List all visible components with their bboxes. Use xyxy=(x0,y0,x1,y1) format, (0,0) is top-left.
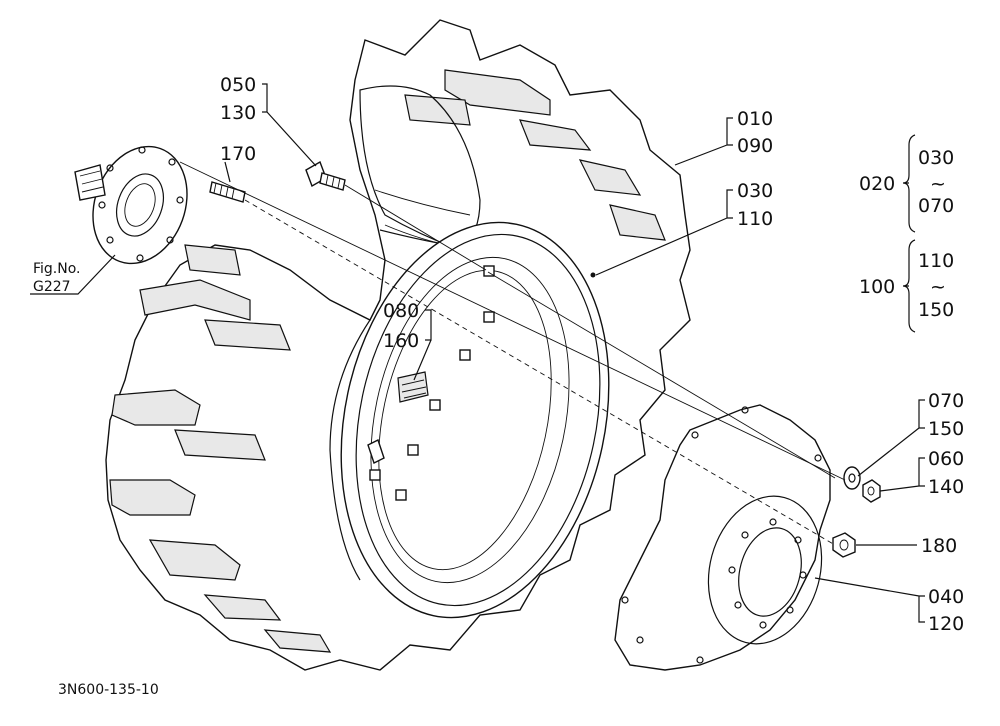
drawing-code: 3N600-135-10 xyxy=(58,682,159,698)
nut-060-drawing xyxy=(862,479,881,503)
range-100-group: 100 xyxy=(859,276,895,298)
callout-010: 010 xyxy=(737,108,773,130)
callout-labels: 050 130 170 010 090 030 110 080 160 070 … xyxy=(220,74,964,635)
range-100-from: 110 xyxy=(918,250,954,272)
range-020-tilde: ~ xyxy=(930,173,946,195)
callout-050: 050 xyxy=(220,74,256,96)
callout-150: 150 xyxy=(928,418,964,440)
callout-160: 160 xyxy=(383,330,419,352)
range-020-labels: 020 030 ~ 070 xyxy=(859,147,954,217)
figref-line1: Fig.No. xyxy=(33,261,81,277)
callout-leaders xyxy=(30,83,925,623)
callout-170: 170 xyxy=(220,143,256,165)
callout-040: 040 xyxy=(928,586,964,608)
callout-180: 180 xyxy=(921,535,957,557)
assembly-lines xyxy=(179,161,846,546)
figure-reference: Fig.No. G227 xyxy=(33,261,81,295)
stud-170-drawing xyxy=(209,181,246,203)
wheel-disc-drawing xyxy=(614,404,831,671)
callout-060: 060 xyxy=(928,448,964,470)
callout-130: 130 xyxy=(220,102,256,124)
range-100-to: 150 xyxy=(918,299,954,321)
callout-070: 070 xyxy=(928,390,964,412)
axle-hub-drawing xyxy=(74,145,188,265)
range-100-labels: 100 110 ~ 150 xyxy=(859,250,954,321)
figref-line2: G227 xyxy=(33,279,71,295)
range-020-from: 030 xyxy=(918,147,954,169)
range-brace-100 xyxy=(902,239,916,333)
bolt-050-drawing xyxy=(305,160,346,191)
callout-140: 140 xyxy=(928,476,964,498)
washer-070-drawing xyxy=(843,466,861,490)
callout-090: 090 xyxy=(737,135,773,157)
wheel-rim-drawing xyxy=(340,221,610,619)
callout-120: 120 xyxy=(928,613,964,635)
callout-080: 080 xyxy=(383,300,419,322)
range-100-tilde: ~ xyxy=(930,276,946,298)
range-brace-020 xyxy=(902,134,916,233)
range-020-to: 070 xyxy=(918,195,954,217)
callout-030: 030 xyxy=(737,180,773,202)
callout-110: 110 xyxy=(737,208,773,230)
range-020-group: 020 xyxy=(859,173,895,195)
nut-180-drawing xyxy=(832,532,856,558)
